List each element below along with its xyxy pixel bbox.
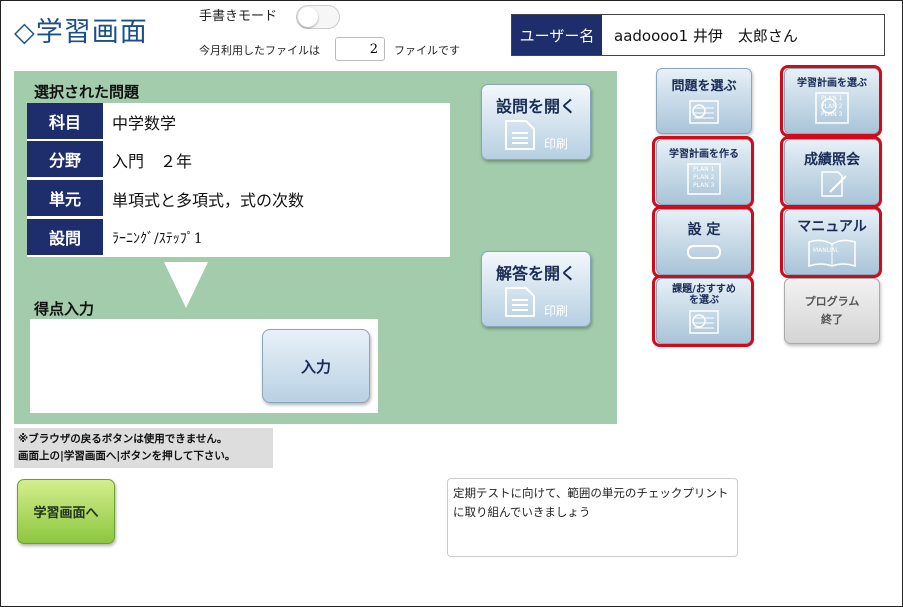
- plan-list-icon: [687, 163, 721, 195]
- highlight-ring: [652, 206, 754, 278]
- table-row: 設問 ﾗｰﾆﾝｸﾞ/ｽﾃｯﾌﾟ1: [27, 219, 450, 256]
- score-entry-title: 得点入力: [34, 300, 95, 318]
- table-row: 科目 中学数学: [27, 103, 450, 140]
- plan-list-icon: [815, 92, 849, 124]
- manual-label: マニュアル: [797, 219, 867, 235]
- enter-score-button[interactable]: 入力: [262, 329, 370, 403]
- row-value-subject: 中学数学: [112, 113, 177, 133]
- files-used-suffix: ファイルです: [394, 44, 460, 57]
- page-title: ◇学習画面: [14, 17, 148, 48]
- report-pen-icon: [821, 171, 847, 197]
- open-answer-button[interactable]: 解答を開く 印刷: [481, 251, 591, 327]
- grade-inquiry-button[interactable]: 成績照会: [784, 139, 880, 205]
- row-value-unit: 単項式と多項式，式の次数: [112, 190, 305, 210]
- print-label: 印刷: [544, 304, 569, 318]
- open-answer-label: 解答を開く: [495, 264, 576, 283]
- select-problem-label: 問題を選ぶ: [671, 79, 737, 94]
- plan-line-1: PLAN 1: [693, 166, 715, 173]
- toggle-knob: [298, 7, 318, 27]
- highlight-ring: [780, 136, 882, 208]
- print-label: 印刷: [544, 137, 569, 151]
- exit-program-label: プログラム 終了: [785, 293, 879, 329]
- magnifier-list-icon: [689, 310, 719, 334]
- handwriting-mode-label: 手書きモード: [199, 9, 278, 24]
- select-task-button[interactable]: 課題/おすすめ を選ぶ: [656, 278, 752, 344]
- select-task-label-line1: 課題/おすすめ: [672, 284, 736, 295]
- select-task-label-line2: を選ぶ: [689, 295, 719, 306]
- select-problem-button[interactable]: 問題を選ぶ: [656, 68, 752, 134]
- exit-program-button[interactable]: プログラム 終了: [784, 278, 880, 344]
- row-value-field: 入門 ２年: [112, 151, 193, 171]
- files-used-prefix: 今月利用したファイルは: [199, 44, 320, 57]
- book-icon: [808, 239, 856, 268]
- row-key-unit: 単元: [27, 180, 103, 217]
- problem-info-table: 科目 中学数学 分野 入門 ２年 単元 単項式と多項式，式の次数 設問 ﾗｰﾆﾝ…: [27, 103, 450, 257]
- settings-label: 設 定: [687, 222, 721, 238]
- message-box: 定期テストに向けて、範囲の単元のチェックプリントに取り組んでいきましょう: [447, 478, 738, 557]
- row-key-question: 設問: [27, 219, 103, 256]
- settings-button[interactable]: 設 定: [656, 209, 752, 275]
- plan-line-3: PLAN 3: [693, 182, 715, 189]
- document-icon: [505, 287, 535, 317]
- select-study-plan-button[interactable]: 学習計画を選ぶ PLAN 1 PLAN 2 PLAN 3: [784, 68, 880, 134]
- highlight-ring: [652, 275, 754, 347]
- table-row: 分野 入門 ２年: [27, 141, 450, 178]
- row-key-subject: 科目: [27, 103, 103, 140]
- create-study-plan-label: 学習計画を作る: [669, 149, 739, 160]
- open-question-label: 設問を開く: [495, 97, 576, 116]
- wrench-icon: [686, 245, 722, 259]
- exit-program-label-line2: 終了: [821, 313, 843, 326]
- open-question-button[interactable]: 設問を開く 印刷: [481, 84, 591, 160]
- select-task-label: 課題/おすすめ を選ぶ: [657, 284, 751, 306]
- row-key-field: 分野: [27, 141, 103, 178]
- manual-icon-text: MANUAL: [813, 247, 839, 254]
- handwriting-mode-toggle[interactable]: [296, 5, 340, 29]
- user-box: ユーザー名 aadoooo1 井伊 太郎さん: [511, 14, 885, 56]
- create-study-plan-button[interactable]: 学習計画を作る PLAN 1 PLAN 2 PLAN 3: [656, 139, 752, 205]
- plan-line-1: PLAN 1: [821, 95, 843, 102]
- down-arrow-icon: [164, 262, 208, 308]
- table-row: 単元 単項式と多項式，式の次数: [27, 180, 450, 217]
- highlight-ring: [652, 136, 754, 208]
- highlight-ring: [780, 65, 882, 137]
- notice-line-2: 画面上の|学習画面へ|ボタンを押して下さい。: [18, 450, 236, 462]
- highlight-ring: [780, 206, 882, 278]
- user-label: ユーザー名: [512, 15, 602, 55]
- grade-inquiry-label: 成績照会: [804, 152, 860, 168]
- notice-line-1: ※ブラウザの戻るボタンは使用できません。: [18, 433, 228, 445]
- plan-line-3: PLAN 3: [821, 111, 843, 118]
- exit-program-label-line1: プログラム: [804, 295, 860, 308]
- back-to-study-screen-button[interactable]: 学習画面へ: [17, 479, 115, 544]
- manual-button[interactable]: マニュアル MANUAL: [784, 209, 880, 275]
- user-name: aadoooo1 井伊 太郎さん: [614, 26, 798, 45]
- select-study-plan-label: 学習計画を選ぶ: [797, 78, 867, 89]
- selected-problem-title: 選択された問題: [34, 83, 140, 101]
- document-icon: [505, 120, 535, 150]
- plan-line-2: PLAN 2: [821, 103, 843, 110]
- browser-back-notice: ※ブラウザの戻るボタンは使用できません。 画面上の|学習画面へ|ボタンを押して下…: [14, 428, 273, 468]
- row-value-question: ﾗｰﾆﾝｸﾞ/ｽﾃｯﾌﾟ1: [112, 230, 203, 247]
- magnifier-list-icon: [689, 100, 719, 124]
- plan-line-2: PLAN 2: [693, 174, 715, 181]
- files-used-count: 2: [335, 37, 385, 61]
